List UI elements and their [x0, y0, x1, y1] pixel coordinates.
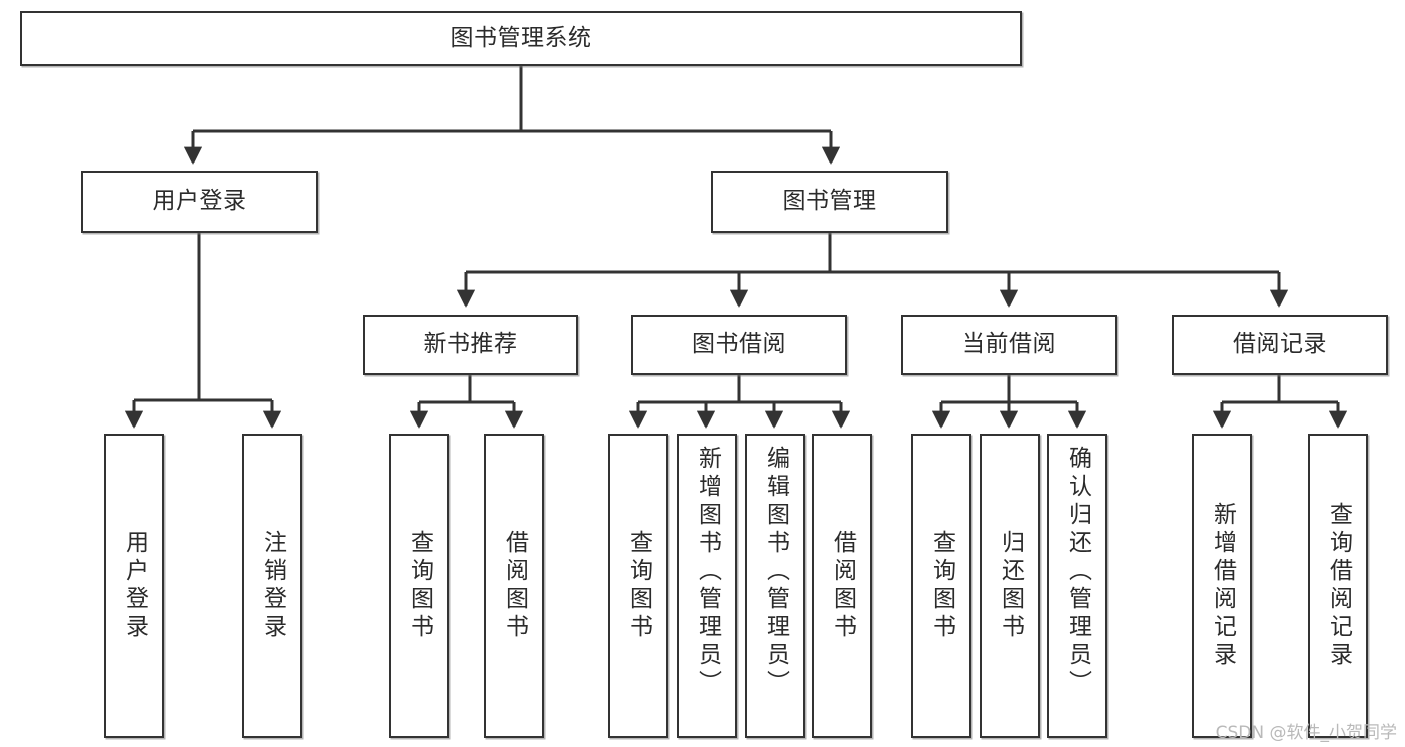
leaf-add-borrow-record-label: 新增借阅记录 — [1209, 502, 1236, 670]
leaf-add-book-admin-label: 新增图书（管理员） — [694, 446, 721, 698]
leaf-query-book-current[interactable]: 查询图书 — [911, 434, 971, 738]
node-new-book-recommend[interactable]: 新书推荐 — [363, 315, 578, 375]
leaf-edit-book-admin[interactable]: 编辑图书（管理员） — [745, 434, 805, 738]
leaf-add-borrow-record[interactable]: 新增借阅记录 — [1192, 434, 1252, 738]
leaf-query-borrow-record[interactable]: 查询借阅记录 — [1308, 434, 1368, 738]
node-borrow-record-label: 借阅记录 — [1233, 331, 1327, 358]
leaf-query-book-current-label: 查询图书 — [928, 530, 955, 642]
node-book-borrow[interactable]: 图书借阅 — [631, 315, 847, 375]
leaf-user-login-label: 用户登录 — [121, 530, 148, 642]
leaf-query-book-recommend[interactable]: 查询图书 — [389, 434, 449, 738]
leaf-logout-login[interactable]: 注销登录 — [242, 434, 302, 738]
node-root-label: 图书管理系统 — [450, 24, 592, 51]
node-book-borrow-label: 图书借阅 — [692, 331, 786, 358]
node-root[interactable]: 图书管理系统 — [20, 11, 1022, 66]
leaf-add-book-admin[interactable]: 新增图书（管理员） — [677, 434, 737, 738]
leaf-edit-book-admin-label: 编辑图书（管理员） — [762, 446, 789, 698]
node-user-login[interactable]: 用户登录 — [81, 171, 318, 233]
csdn-watermark: CSDN @软件_小贺同学 — [1215, 723, 1397, 743]
leaf-borrow-book-borrow[interactable]: 借阅图书 — [812, 434, 872, 738]
node-user-login-label: 用户登录 — [152, 188, 247, 215]
node-book-manage-label: 图书管理 — [782, 188, 877, 215]
leaf-query-book-borrow[interactable]: 查询图书 — [608, 434, 668, 738]
leaf-borrow-book-recommend-label: 借阅图书 — [501, 530, 528, 642]
leaf-logout-login-label: 注销登录 — [259, 530, 286, 642]
leaf-return-book[interactable]: 归还图书 — [980, 434, 1040, 738]
leaf-user-login[interactable]: 用户登录 — [104, 434, 164, 738]
leaf-confirm-return-admin-label: 确认归还（管理员） — [1064, 446, 1091, 698]
node-current-borrow-label: 当前借阅 — [962, 331, 1056, 358]
leaf-query-book-borrow-label: 查询图书 — [625, 530, 652, 642]
node-current-borrow[interactable]: 当前借阅 — [901, 315, 1117, 375]
leaf-borrow-book-borrow-label: 借阅图书 — [829, 530, 856, 642]
leaf-query-book-recommend-label: 查询图书 — [406, 530, 433, 642]
leaf-confirm-return-admin[interactable]: 确认归还（管理员） — [1047, 434, 1107, 738]
leaf-return-book-label: 归还图书 — [997, 530, 1024, 642]
leaf-borrow-book-recommend[interactable]: 借阅图书 — [484, 434, 544, 738]
node-book-manage[interactable]: 图书管理 — [711, 171, 948, 233]
node-borrow-record[interactable]: 借阅记录 — [1172, 315, 1388, 375]
leaf-query-borrow-record-label: 查询借阅记录 — [1325, 502, 1352, 670]
node-new-book-recommend-label: 新书推荐 — [423, 331, 518, 358]
